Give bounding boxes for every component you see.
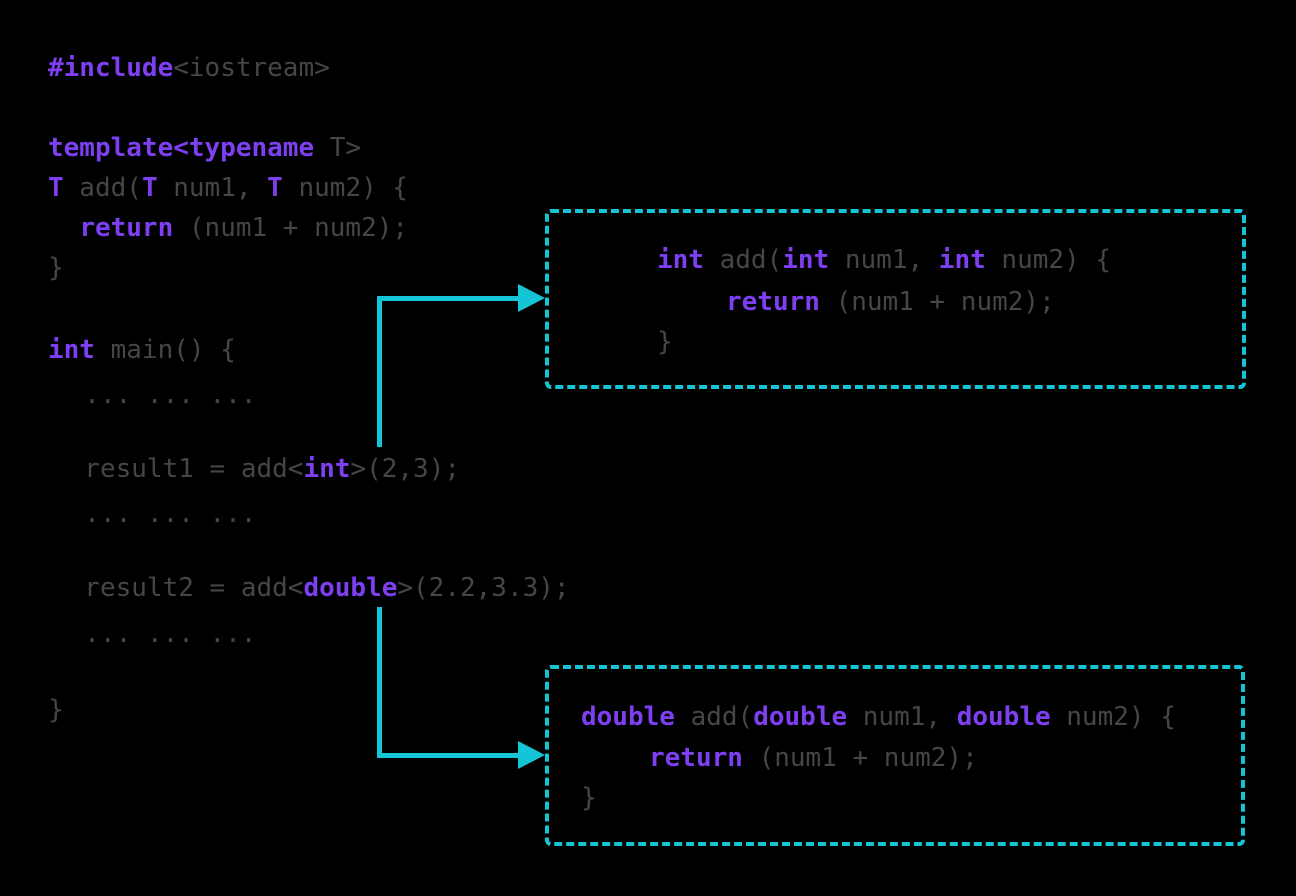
- code-token: num1,: [847, 702, 957, 732]
- code-token: >(2.2,3.3);: [397, 573, 570, 603]
- code-token: }: [657, 327, 673, 357]
- keyword-token: #include: [48, 53, 174, 83]
- code-line: int add(int num1, int num2) {: [657, 240, 1111, 280]
- code-token: }: [48, 695, 64, 725]
- keyword-token: double: [581, 702, 675, 732]
- code-token: add(: [63, 173, 142, 203]
- code-line: return (num1 + num2);: [726, 282, 1055, 322]
- keyword-token: template<typename: [48, 133, 315, 163]
- code-token: main() {: [94, 335, 236, 365]
- code-token: num2) {: [985, 245, 1111, 275]
- code-line: ... ... ...: [53, 494, 257, 534]
- keyword-token: int: [938, 245, 986, 275]
- code-line: }: [657, 322, 673, 362]
- code-line: return (num1 + num2);: [48, 208, 408, 248]
- code-token: }: [581, 783, 597, 813]
- code-token: (num1 + num2);: [742, 743, 978, 773]
- arrow-to-double-horizontal-segment: [377, 753, 520, 758]
- keyword-token: T: [141, 173, 158, 203]
- code-line: double add(double num1, double num2) {: [581, 697, 1176, 737]
- code-line: }: [48, 248, 64, 288]
- code-line: #include<iostream>: [48, 48, 330, 88]
- code-line: T add(T num1, T num2) {: [48, 168, 408, 208]
- keyword-token: double: [956, 702, 1051, 732]
- code-token: num2) {: [1050, 702, 1176, 732]
- code-token: result1 = add<: [53, 454, 304, 484]
- code-token: (num1 + num2);: [173, 213, 409, 243]
- keyword-token: int: [782, 245, 830, 275]
- arrow-to-int-vertical-segment: [377, 296, 382, 447]
- keyword-token: double: [303, 573, 398, 603]
- keyword-token: int: [657, 245, 704, 275]
- code-line: int main() {: [48, 330, 236, 370]
- keyword-token: int: [48, 335, 95, 365]
- int-instantiation-box: int add(int num1, int num2) { return (nu…: [545, 209, 1246, 389]
- keyword-token: return: [726, 287, 820, 317]
- keyword-token: return: [79, 213, 174, 243]
- code-token: }: [48, 253, 64, 283]
- keyword-token: double: [753, 702, 848, 732]
- arrow-to-double-arrowhead-icon: [518, 741, 545, 769]
- keyword-token: T: [48, 173, 64, 203]
- arrow-to-int-horizontal-segment: [377, 296, 520, 301]
- code-line: result1 = add<int>(2,3);: [53, 449, 460, 489]
- code-line: result2 = add<double>(2.2,3.3);: [53, 568, 570, 608]
- code-token: T>: [314, 133, 362, 163]
- code-token: [48, 213, 79, 243]
- code-line: }: [581, 778, 597, 818]
- code-line: ... ... ...: [53, 614, 257, 654]
- code-token: result2 = add<: [53, 573, 304, 603]
- code-token: <iostream>: [173, 53, 330, 83]
- code-token: num1,: [157, 173, 268, 203]
- code-token: (num1 + num2);: [819, 287, 1055, 317]
- arrow-to-int-arrowhead-icon: [518, 284, 545, 312]
- code-token: num1,: [829, 245, 939, 275]
- code-line: template<typename T>: [48, 128, 361, 168]
- code-line: ... ... ...: [53, 375, 257, 415]
- double-instantiation-box: double add(double num1, double num2) { r…: [545, 665, 1245, 846]
- code-line: return (num1 + num2);: [649, 738, 978, 778]
- code-token: add(: [703, 245, 783, 275]
- arrow-to-double-vertical-segment: [377, 607, 382, 758]
- code-line: }: [48, 690, 64, 730]
- keyword-token: int: [303, 454, 351, 484]
- code-token: >(2,3);: [350, 454, 460, 484]
- code-token: num2) {: [282, 173, 409, 203]
- keyword-token: return: [649, 743, 743, 773]
- keyword-token: T: [267, 173, 283, 203]
- code-token: ... ... ...: [53, 619, 257, 649]
- code-token: ... ... ...: [53, 380, 257, 410]
- code-token: ... ... ...: [53, 499, 257, 529]
- code-token: add(: [674, 702, 754, 732]
